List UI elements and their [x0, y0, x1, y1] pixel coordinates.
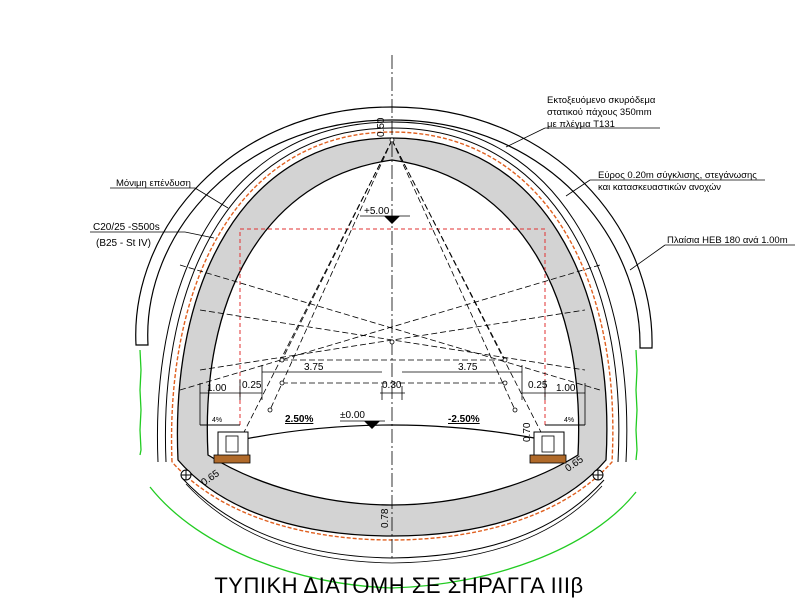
dim-shoulder-right: 0.25 [528, 380, 548, 391]
callout-frames: Πλαίσια HEB 180 ανά 1.00m [667, 235, 788, 246]
dim-level-top: +5.00 [364, 206, 390, 217]
dim-invert-thickness: 0.78 [380, 508, 391, 528]
level-marker-road [364, 421, 380, 429]
dim-shoulder-left: 0.25 [242, 380, 262, 391]
dim-center-strip: 0.30 [382, 380, 402, 391]
callout-gap-2: και κατασκευαστικών ανοχών [598, 182, 721, 193]
ground-line-right [635, 349, 638, 461]
dim-walk-slope-left: 4% [212, 417, 222, 424]
dim-crown-thickness: 0.50 [376, 117, 387, 137]
drain-right [529, 431, 567, 464]
dim-lane-right: 3.75 [458, 362, 478, 373]
ground-line-invert [149, 486, 637, 589]
construction-radii [179, 139, 601, 441]
dimension-lines [199, 365, 586, 425]
leader-lines [90, 127, 795, 271]
dim-lane-left: 3.75 [304, 362, 324, 373]
dim-walkway-right: 1.00 [556, 383, 576, 394]
level-marker-top [384, 216, 400, 224]
dim-slope-right: -2.50% [448, 414, 480, 425]
dim-slope-left: 2.50% [285, 414, 313, 425]
drawing-title: ΤΥΠΙΚΗ ΔΙΑΤΟΜΗ ΣΕ ΣΗΡΑΓΓΑ ΙΙΙβ [214, 573, 583, 598]
callout-concrete-2: (B25 - St IV) [96, 238, 151, 249]
road-surface [239, 424, 546, 441]
callout-shotcrete-3: με πλέγμα T131 [547, 119, 615, 130]
callout-concrete-1: C20/25 -S500s [93, 222, 160, 233]
drain-left [213, 431, 251, 464]
ground-line-left [139, 349, 142, 456]
clearance-envelope [239, 228, 546, 425]
callout-shotcrete-2: στατικού πάχους 350mm [547, 107, 652, 118]
callout-gap-1: Εύρος 0.20m σύγκλισης, στεγάνωσης [598, 170, 757, 181]
corner-pipes [180, 469, 604, 481]
invert-outer-lines-2 [185, 483, 603, 564]
outer-frame-band [135, 106, 653, 349]
dim-walkway-left: 1.00 [207, 383, 227, 394]
dim-walk-slope-right: 4% [564, 417, 574, 424]
callout-lining: Μόνιμη επένδυση [116, 178, 191, 189]
dim-level-road: ±0.00 [340, 410, 365, 421]
callout-shotcrete-1: Εκτοξευόμενο σκυρόδεμα [547, 95, 656, 106]
dim-kerb-height: 0.70 [522, 422, 533, 442]
final-lining-ring [176, 137, 608, 537]
